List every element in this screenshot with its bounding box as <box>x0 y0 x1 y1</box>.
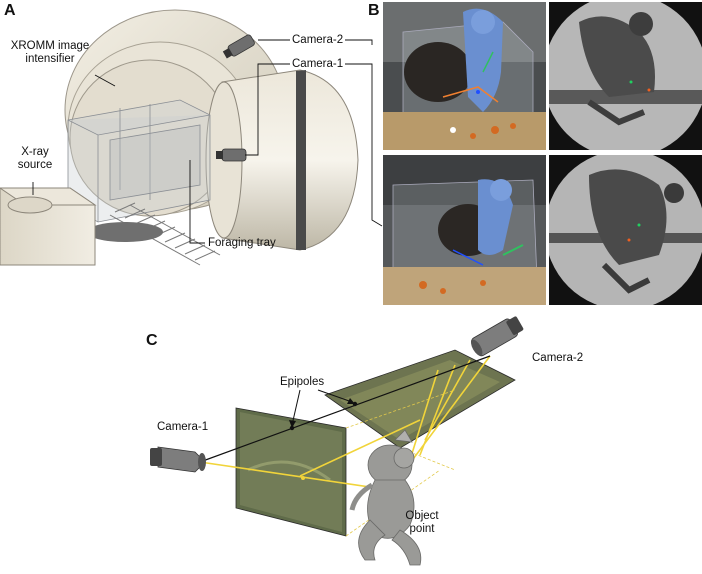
label-camera1-a: Camera-1 <box>292 58 344 70</box>
photo-camera2-rgb <box>383 2 546 150</box>
label-foraging-tray: Foraging tray <box>208 237 276 249</box>
intensifier-drum <box>221 69 359 251</box>
photo-camera1-rgb <box>383 155 546 305</box>
label-object-point: Object point <box>405 510 439 535</box>
label-camera2-c: Camera-2 <box>532 352 584 364</box>
camera-2-a-icon <box>222 34 255 59</box>
leader-foraging-tray <box>189 160 205 244</box>
leader-intensifier <box>94 74 116 87</box>
label-camera2-a: Camera-2 <box>292 34 344 46</box>
leader-camera1-a <box>245 63 290 156</box>
drum-band <box>296 70 306 250</box>
ray-camera1-object <box>199 461 391 491</box>
foraging-tray-box <box>67 99 211 223</box>
camera-2-c-icon <box>471 316 524 357</box>
panel-letter-b: B <box>368 2 380 19</box>
marmoset-model <box>349 429 422 566</box>
bracket-camera2-b <box>345 39 373 45</box>
panel-letter-a: A <box>4 2 16 19</box>
base-plate <box>87 222 163 242</box>
camera-1-a-icon <box>216 148 247 162</box>
xray-source-port <box>7 196 53 214</box>
photo-camera2-xray <box>549 2 702 150</box>
label-camera1-c: Camera-1 <box>157 421 209 433</box>
camera-1-c-icon <box>150 446 206 473</box>
baseline <box>199 355 491 463</box>
label-epipoles: Epipoles <box>280 376 325 388</box>
label-xray-source: X-ray source <box>17 146 53 171</box>
panel-letter-c: C <box>146 332 158 349</box>
bracket-camera1-b <box>345 63 383 227</box>
photo-camera1-xray <box>549 155 702 305</box>
label-xromm-intensifier: XROMM image intensifier <box>10 40 90 65</box>
